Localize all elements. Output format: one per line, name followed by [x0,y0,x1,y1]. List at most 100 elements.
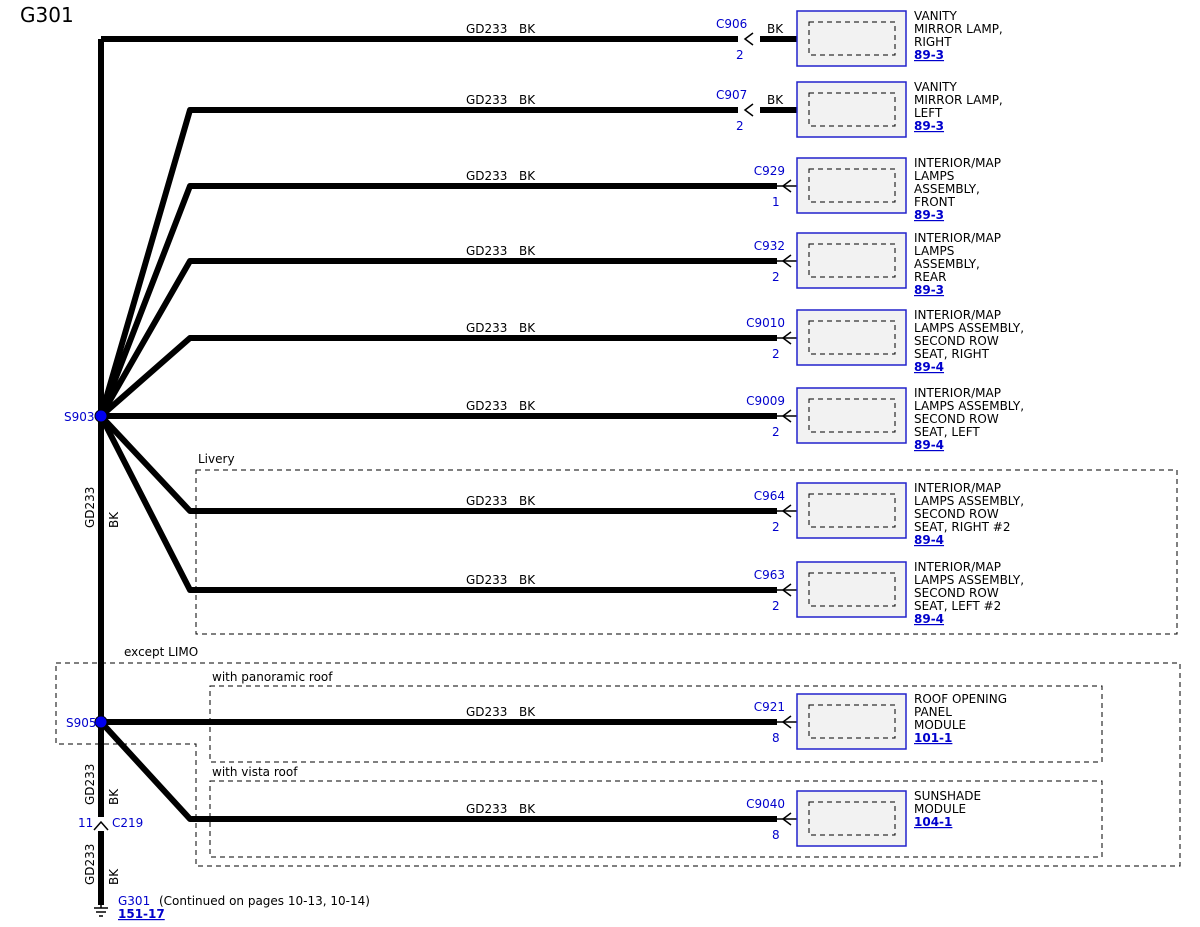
component-name-line: FRONT [914,195,956,209]
connector-arrow-icon [781,409,792,423]
component-box [796,81,907,138]
component-name-line: SUNSHADE [914,789,981,803]
component-box [796,790,907,847]
component-page-ref[interactable]: 104-1 [914,815,952,829]
pin-color-label: BK [767,93,784,107]
ground-label: G301 [118,894,150,908]
branch-wire [99,335,777,419]
pin-number: 2 [772,425,780,439]
connector-label: C964 [754,489,785,503]
connector-label: C932 [754,239,785,253]
component-name-line: SECOND ROW [914,412,999,426]
connector-label: C921 [754,700,785,714]
pin-number: 8 [772,828,780,842]
pin-number: 8 [772,731,780,745]
splice-s905-label: S905 [66,716,97,730]
component-page-ref[interactable]: 89-4 [914,438,944,452]
pin-number: 2 [772,599,780,613]
component-inner-outline [808,92,896,127]
component-name-line: MODULE [914,718,966,732]
wire-color-label: BK [519,244,536,258]
component-name-line: MIRROR LAMP, [914,93,1003,107]
wire-color-label: BK [519,705,536,719]
component-inner-outline [808,704,896,739]
component-name-line: INTERIOR/MAP [914,231,1001,245]
wire-color-label: BK [519,573,536,587]
component-page-ref[interactable]: 101-1 [914,731,952,745]
component-box [796,157,907,214]
wire-color-label: BK [519,494,536,508]
splice-s903-icon [94,409,108,423]
component-inner-outline [808,320,896,355]
component-page-ref[interactable]: 89-3 [914,208,944,222]
wire-color-label: BK [519,321,536,335]
component-name-line: SECOND ROW [914,334,999,348]
connector-arrow-icon [781,254,792,268]
component-name-line: LEFT [914,106,943,120]
connector-arrow-icon [781,812,792,826]
component-name-line: SEAT, LEFT #2 [914,599,1001,613]
component-name-line: LAMPS ASSEMBLY, [914,573,1024,587]
c219-label: C219 [112,816,143,830]
ground-page-ref[interactable]: 151-17 [118,907,165,921]
trunk-circuit-label-upper: GD233 [83,487,97,528]
component-page-ref[interactable]: 89-4 [914,360,944,374]
component-page-ref[interactable]: 89-4 [914,533,944,547]
wire-color-label: BK [519,169,536,183]
component-name-line: LAMPS ASSEMBLY, [914,399,1024,413]
wire-color-label: BK [519,399,536,413]
connector-label: C963 [754,568,785,582]
component-name-line: MIRROR LAMP, [914,22,1003,36]
wire-circuit-label: GD233 [466,802,507,816]
connector-label: C929 [754,164,785,178]
connector-arrow-icon [743,32,754,46]
component-name-line: INTERIOR/MAP [914,560,1001,574]
connector-label: C906 [716,17,747,31]
component-name-line: INTERIOR/MAP [914,481,1001,495]
trunk-circuit-label-lower: GD233 [83,844,97,885]
wire-circuit-label: GD233 [466,93,507,107]
wire-color-label: BK [519,22,536,36]
component-page-ref[interactable]: 89-3 [914,48,944,62]
pin-number: 2 [772,347,780,361]
component-name-line: SECOND ROW [914,507,999,521]
component-name-line: INTERIOR/MAP [914,386,1001,400]
connector-arrow-icon [781,504,792,518]
component-box [796,561,907,618]
component-box [796,10,907,67]
pin-number: 2 [736,119,744,133]
ground-icon [94,903,108,917]
wire-color-label: BK [519,802,536,816]
ground-continued-note: (Continued on pages 10-13, 10-14) [159,894,370,908]
component-inner-outline [808,572,896,607]
pin-color-label: BK [767,22,784,36]
trunk-circuit-label-middle: GD233 [83,764,97,805]
connector-arrow-icon [781,715,792,729]
component-name-line: LAMPS [914,244,954,258]
component-name-line: ASSEMBLY, [914,182,980,196]
component-name-line: SEAT, LEFT [914,425,980,439]
component-inner-outline [808,801,896,836]
c219-pin: 11 [78,816,93,830]
connector-arrow-icon [781,331,792,345]
panoramic-roof-zone [209,685,1103,763]
component-box [796,232,907,289]
branch-wire [98,183,777,418]
component-name-line: SEAT, RIGHT #2 [914,520,1010,534]
wire-circuit-label: GD233 [466,705,507,719]
splice-s905-icon [94,715,108,729]
component-inner-outline [808,493,896,528]
branch-wire [98,719,777,822]
component-page-ref[interactable]: 89-3 [914,283,944,297]
component-page-ref[interactable]: 89-3 [914,119,944,133]
page-title: G301 [20,3,74,27]
component-page-ref[interactable]: 89-4 [914,612,944,626]
component-box [796,482,907,539]
component-name-line: SECOND ROW [914,586,999,600]
component-inner-outline [808,243,896,278]
component-name-line: LAMPS [914,169,954,183]
wire-circuit-label: GD233 [466,321,507,335]
wire-circuit-label: GD233 [466,22,507,36]
vista-roof-zone-label: with vista roof [212,765,298,779]
